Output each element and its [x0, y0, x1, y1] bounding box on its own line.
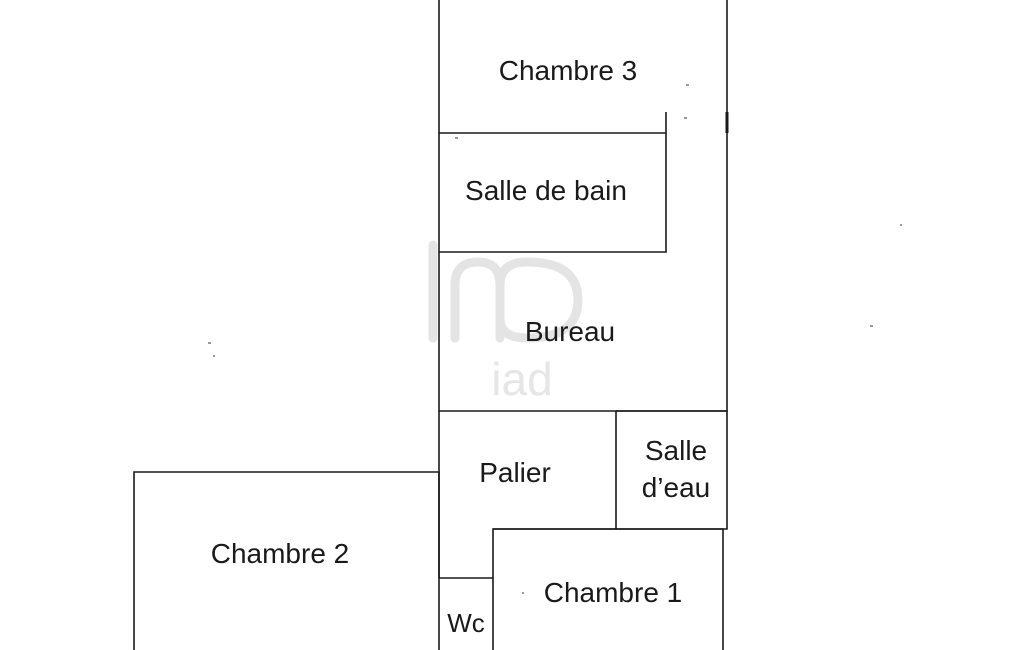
room-label-bureau: Bureau — [525, 316, 615, 347]
room-chambre-1: Chambre 1 — [493, 528, 724, 650]
room-salle-deau: Salle d’eau — [616, 410, 728, 530]
room-salle-de-bain: Salle de bain — [438, 133, 667, 253]
room-label-palier: Palier — [479, 457, 551, 488]
room-label-salle-deau-line1: Salle — [645, 435, 707, 466]
room-chambre-3: Chambre 3 — [438, 0, 729, 134]
room-label-chambre-1: Chambre 1 — [544, 577, 683, 608]
room-bureau: Bureau — [438, 133, 728, 412]
room-label-wc: Wc — [447, 608, 485, 638]
room-label-salle-deau-line2: d’eau — [642, 472, 711, 503]
iad-watermark-logo: iad — [428, 240, 583, 405]
room-palier: Palier — [438, 411, 617, 578]
room-label-chambre-2: Chambre 2 — [211, 538, 350, 569]
room-chambre-2: Chambre 2 — [133, 471, 440, 650]
scan-specks — [208, 84, 902, 594]
room-label-salle-de-bain: Salle de bain — [465, 175, 627, 206]
watermark-text: iad — [491, 353, 552, 405]
room-wc: Wc — [439, 577, 494, 650]
room-label-chambre-3: Chambre 3 — [499, 55, 638, 86]
